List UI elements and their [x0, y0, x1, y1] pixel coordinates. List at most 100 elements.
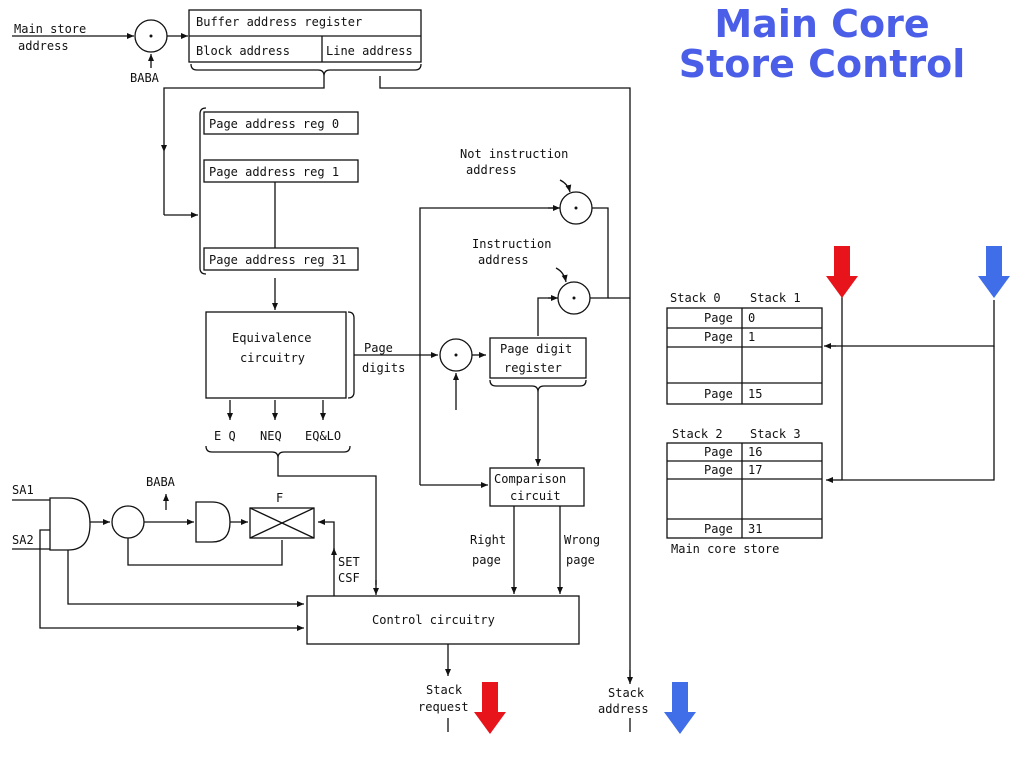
page-digit-brace	[489, 379, 587, 393]
main-store-label-2: address	[18, 39, 69, 53]
wrong-page-label-2: page	[566, 553, 595, 567]
main-core-store-label: Main core store	[671, 542, 779, 556]
sa-to-control-1	[67, 550, 304, 607]
flipflop-label: F	[276, 491, 283, 505]
adder-page-digits-dot	[454, 353, 458, 357]
eq-route	[277, 458, 377, 585]
register-feedback	[537, 297, 556, 336]
instruction-arrow	[555, 267, 568, 283]
adder-sa	[111, 505, 145, 539]
control-circuitry	[306, 595, 580, 645]
red-arrow-down-icon	[474, 682, 506, 734]
stack-address-label-2: address	[598, 702, 649, 716]
stack-bottom-page-16: Page	[704, 445, 733, 459]
right-page-label-1: Right	[470, 533, 506, 547]
page-digit-reg-label-2: register	[504, 361, 562, 375]
stack3-header: Stack 3	[750, 427, 801, 441]
red-arrow-right-panel-icon	[826, 246, 858, 298]
slide-title: Main Core Store Control	[642, 4, 1002, 84]
page-reg-0	[203, 111, 359, 135]
line-address-route	[379, 76, 631, 680]
page-digit-register	[489, 337, 587, 379]
instruction-label-1: Instruction	[472, 237, 551, 251]
stack-bottom-table	[666, 442, 823, 539]
page-digits-label-2: digits	[362, 361, 405, 375]
page-regs-bracket	[199, 107, 207, 275]
blue-arrow-down-icon	[664, 682, 696, 734]
neq-label: NEQ	[260, 429, 282, 443]
adder-top-dot	[149, 34, 153, 38]
blue-arrow-right-panel-icon	[978, 246, 1010, 298]
stack-bottom-page-31: Page	[704, 522, 733, 536]
stack-bottom-num-31: 31	[748, 522, 762, 536]
stack-bottom-page-17: Page	[704, 463, 733, 477]
buffer-brace	[190, 63, 422, 77]
right-page-label-2: page	[472, 553, 501, 567]
not-instruction-label-2: address	[466, 163, 517, 177]
baba-mid-label: BABA	[146, 475, 176, 489]
set-csf-label-2: CSF	[338, 571, 360, 585]
eq-brace	[205, 445, 351, 459]
stack-request-label-1: Stack	[426, 683, 463, 697]
page-reg-31-label: Page address reg 31	[209, 253, 346, 267]
stack-bottom-num-17: 17	[748, 463, 762, 477]
stack-top-table	[666, 307, 823, 405]
sa-to-control-2	[39, 529, 304, 631]
sa1-label: SA1	[12, 483, 34, 497]
stack-top-page-15: Page	[704, 387, 733, 401]
page-digits-label-1: Page	[364, 341, 393, 355]
baba-top-label: BABA	[130, 71, 160, 85]
not-instruction-label-1: Not instruction	[460, 147, 568, 161]
stack-request-label-2: request	[418, 700, 469, 714]
stack1-header: Stack 1	[750, 291, 801, 305]
page-reg-1	[203, 159, 359, 183]
stack-address-label-1: Stack	[608, 686, 645, 700]
stack-top-num-1: 1	[748, 330, 755, 344]
equivalence-circuitry	[205, 311, 347, 399]
eq-label: E Q	[214, 429, 236, 443]
block-route	[163, 76, 325, 140]
control-label: Control circuitry	[372, 613, 495, 627]
adder-instruction-dot	[572, 296, 576, 300]
equiv-label-1: Equivalence	[232, 331, 311, 345]
adder-not-instruction-dot	[574, 206, 578, 210]
stack0-header: Stack 0	[670, 291, 721, 305]
comparison-circuit	[489, 467, 585, 507]
stack-top-page-0: Page	[704, 311, 733, 325]
equiv-label-2: circuitry	[240, 351, 305, 365]
and-gate	[195, 501, 231, 543]
equiv-bracket	[347, 311, 355, 399]
set-csf-label-1: SET	[338, 555, 360, 569]
or-gate	[49, 497, 91, 551]
stack-top-num-0: 0	[748, 311, 755, 325]
set-csf-line	[318, 519, 335, 596]
comparison-label-2: circuit	[510, 489, 561, 503]
main-store-label-1: Main store	[14, 22, 86, 36]
comparison-feedback	[419, 207, 558, 485]
eqlo-label: EQ&LO	[305, 429, 341, 443]
stack-bottom-num-16: 16	[748, 445, 762, 459]
page-reg-31	[203, 247, 359, 271]
instruction-label-2: address	[478, 253, 529, 267]
flipflop-diag-2	[249, 507, 315, 539]
stack-top-num-15: 15	[748, 387, 762, 401]
flipflop-feedback	[127, 538, 283, 566]
buffer-title: Buffer address register	[196, 15, 362, 29]
page-reg-0-label: Page address reg 0	[209, 117, 339, 131]
title-line-2: Store Control	[678, 42, 966, 86]
blue-stack-line-1	[830, 300, 995, 347]
stack-top-page-1: Page	[704, 330, 733, 344]
comparison-label-1: Comparison	[494, 472, 566, 486]
wrong-page-label-1: Wrong	[564, 533, 600, 547]
page-digit-reg-label-1: Page digit	[500, 342, 572, 356]
blue-stack-line-2	[842, 346, 995, 481]
line-address-label: Line address	[326, 44, 413, 58]
stack2-header: Stack 2	[672, 427, 723, 441]
instruction-merge	[590, 207, 609, 299]
title-line-1: Main Core	[714, 2, 930, 46]
sa2-label: SA2	[12, 533, 34, 547]
block-address-label: Block address	[196, 44, 290, 58]
not-instruction-arrow	[559, 179, 572, 193]
page-reg-1-label: Page address reg 1	[209, 165, 339, 179]
